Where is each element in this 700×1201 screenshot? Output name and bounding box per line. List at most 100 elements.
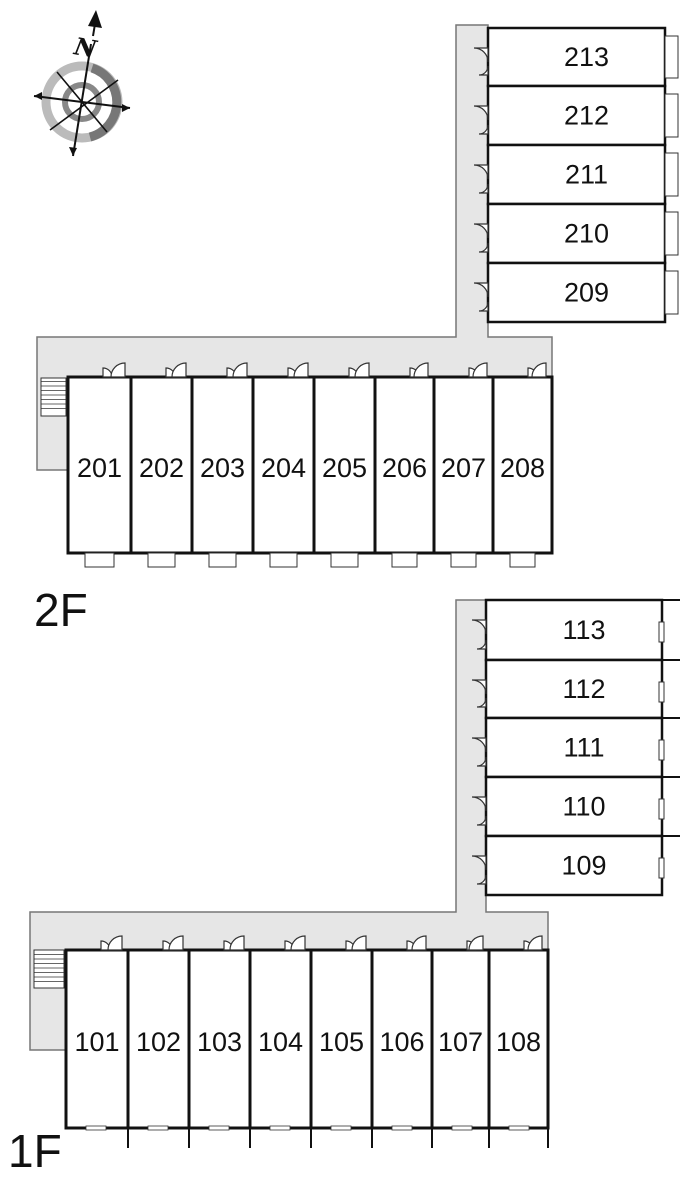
balcony: [269, 552, 298, 568]
unit-105: 105: [309, 935, 374, 1148]
unit-111: 111: [471, 716, 680, 779]
unit-room: [487, 948, 550, 1130]
unit-213: 213: [473, 26, 679, 88]
door-icon: [476, 756, 487, 767]
door-icon: [478, 242, 489, 253]
unit-label: 201: [77, 453, 122, 483]
unit-102: 102: [126, 935, 191, 1148]
door-icon: [354, 362, 370, 378]
unit-room: [486, 84, 667, 147]
unit-label: 107: [438, 1027, 483, 1057]
unit-109: 109: [471, 834, 680, 897]
unit-206: 206: [373, 362, 436, 568]
door-icon: [411, 935, 427, 951]
unit-113: 113: [471, 598, 680, 662]
window: [451, 1125, 473, 1131]
door-icon: [471, 796, 487, 812]
north-label: N: [71, 31, 100, 64]
balcony: [208, 552, 237, 568]
unit-room: [373, 375, 436, 555]
unit-204: 204: [251, 362, 316, 568]
unit-label: 109: [561, 851, 606, 881]
unit-203: 203: [190, 362, 255, 568]
unit-106: 106: [370, 935, 434, 1148]
unit-label: 211: [565, 160, 608, 190]
unit-label: 202: [139, 453, 184, 483]
unit-202: 202: [129, 362, 194, 568]
unit-208: 208: [491, 362, 554, 568]
unit-label: 112: [562, 674, 605, 704]
balcony: [450, 552, 477, 568]
door-icon: [478, 65, 489, 76]
door-icon: [473, 47, 489, 63]
unit-label: 212: [564, 101, 609, 131]
unit-room: [309, 948, 374, 1130]
door-icon: [472, 362, 488, 378]
stairs-icon: [40, 377, 67, 417]
unit-label: 108: [496, 1027, 541, 1057]
unit-label: 105: [319, 1027, 364, 1057]
balcony: [84, 552, 115, 568]
unit-label: 204: [261, 453, 306, 483]
balcony: [147, 552, 176, 568]
unit-label: 101: [74, 1027, 119, 1057]
balcony: [664, 35, 679, 79]
window: [85, 1125, 107, 1131]
unit-room: [486, 261, 667, 324]
door-icon: [476, 874, 487, 885]
door-icon: [110, 362, 126, 378]
unit-201: 201: [66, 362, 133, 568]
door-icon: [168, 935, 184, 951]
unit-label: 210: [564, 219, 609, 249]
unit-104: 104: [248, 935, 313, 1148]
balcony: [509, 552, 536, 568]
unit-room: [486, 202, 667, 265]
unit-label: 104: [258, 1027, 303, 1057]
unit-107: 107: [430, 935, 491, 1148]
window: [658, 798, 665, 820]
unit-room: [484, 775, 664, 838]
floor-label-1f: 1F: [8, 1125, 62, 1177]
door-icon: [107, 935, 123, 951]
window: [658, 621, 665, 643]
unit-label: 113: [562, 615, 605, 645]
stairs-outline: [33, 949, 65, 989]
unit-label: 103: [197, 1027, 242, 1057]
balcony: [664, 93, 679, 138]
unit-room: [432, 375, 495, 555]
window: [658, 857, 665, 879]
window: [658, 681, 665, 703]
unit-label: 209: [564, 278, 609, 308]
unit-label: 203: [200, 453, 245, 483]
unit-label: 207: [441, 453, 486, 483]
unit-103: 103: [187, 935, 252, 1148]
door-icon: [473, 164, 489, 180]
door-icon: [232, 362, 248, 378]
stairs-outline: [40, 377, 67, 417]
unit-label: 205: [322, 453, 367, 483]
window: [208, 1125, 230, 1131]
unit-label: 110: [562, 792, 605, 822]
door-icon: [473, 282, 489, 298]
unit-label: 111: [563, 733, 604, 763]
unit-room: [248, 948, 313, 1130]
stairs-icon: [33, 949, 65, 989]
door-icon: [351, 935, 367, 951]
balcony: [664, 270, 679, 315]
door-icon: [413, 362, 429, 378]
door-icon: [478, 124, 489, 135]
unit-110: 110: [471, 775, 680, 838]
door-icon: [471, 855, 487, 871]
window: [508, 1125, 530, 1131]
floor-label-2f: 2F: [34, 584, 88, 636]
unit-label: 206: [382, 453, 427, 483]
balcony: [330, 552, 359, 568]
unit-112: 112: [471, 658, 680, 720]
door-icon: [527, 935, 543, 951]
door-icon: [476, 697, 487, 708]
door-icon: [171, 362, 187, 378]
door-icon: [473, 105, 489, 121]
unit-label: 106: [379, 1027, 424, 1057]
